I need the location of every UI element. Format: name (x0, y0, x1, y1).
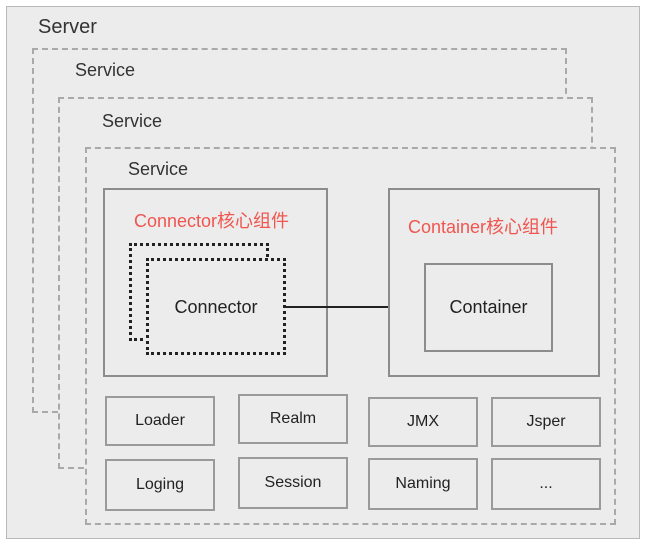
service-title-1: Service (75, 60, 136, 80)
container-label: Container (449, 297, 528, 317)
server-title: Server (38, 16, 97, 38)
service-title-2: Service (102, 111, 163, 131)
connector-core-title: Connector核心组件 (134, 211, 290, 231)
component-naming: Naming (368, 458, 478, 510)
component-jmx: JMX (368, 397, 478, 447)
component-loging: Loging (105, 459, 215, 511)
container-core-title: Container核心组件 (408, 217, 559, 237)
container-box (424, 263, 553, 352)
component-jsper: Jsper (491, 397, 601, 447)
connector-container-link (286, 306, 426, 308)
connector-box (146, 258, 286, 355)
service-title-3: Service (128, 159, 189, 179)
connector-label: Connector (174, 297, 258, 317)
component-realm: Realm (238, 394, 348, 444)
component-session: Session (238, 457, 348, 509)
component-loader: Loader (105, 396, 215, 446)
component-more: ... (491, 458, 601, 510)
